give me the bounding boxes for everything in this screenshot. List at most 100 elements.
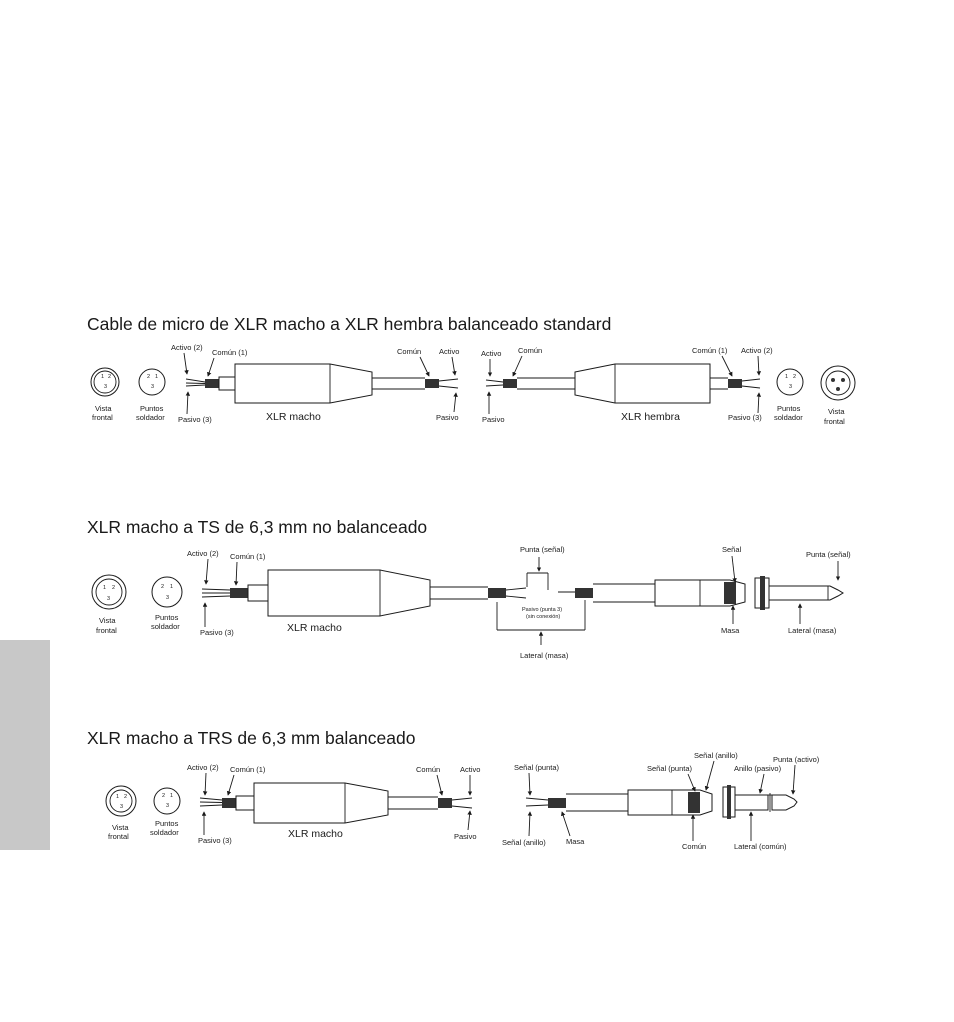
pin-label: 1 <box>103 585 106 591</box>
label-anillo-pasivo: Anillo (pasivo) <box>734 764 782 773</box>
label-xlr-hembra: XLR hembra <box>621 411 680 423</box>
pin-label: 3 <box>104 384 107 390</box>
label-comun: Común <box>682 842 706 851</box>
xlr-solder-view-right: 1 2 3 Puntos soldador <box>774 368 804 422</box>
label-punta-activo: Punta (activo) <box>773 755 820 764</box>
label-frontal: frontal <box>824 417 845 426</box>
pin-label: 1 <box>155 374 158 380</box>
label-frontal: frontal <box>92 413 113 422</box>
pin-label: 1 <box>101 374 104 380</box>
label-pasivo: Pasivo <box>436 413 459 422</box>
label-punta-senal: Punta (señal) <box>520 545 565 554</box>
label-soldador: soldador <box>774 413 803 422</box>
section2-diagram: 1 2 3 Vista frontal 2 1 3 Puntos soldado… <box>91 545 851 660</box>
xlr-male-connector-3: XLR macho <box>199 782 473 840</box>
label-comun: Común <box>518 346 542 355</box>
section1-diagram: 1 2 3 Vista frontal 2 1 3 Puntos soldado… <box>90 343 856 426</box>
label-masa: Masa <box>566 837 585 846</box>
label-activo: Activo <box>439 347 459 356</box>
label-pasivo3: Pasivo (3) <box>200 628 234 637</box>
pin-label: 3 <box>166 595 169 601</box>
label-puntos: Puntos <box>140 404 164 413</box>
label-vista: Vista <box>95 404 112 413</box>
xlr-male-connector-1: XLR macho <box>185 363 459 423</box>
label-comun: Común <box>416 765 440 774</box>
label-pasivo3: Pasivo (3) <box>178 415 212 424</box>
label-activo: Activo <box>481 349 501 358</box>
xlr-solder-view: 2 1 3 Puntos soldador <box>150 787 181 837</box>
label-activo2: Activo (2) <box>187 763 219 772</box>
label-senal-punta: Señal (punta) <box>647 764 693 773</box>
section1-title: Cable de micro de XLR macho a XLR hembra… <box>87 314 612 334</box>
ts-jack-connector <box>558 576 844 610</box>
side-tab <box>0 640 50 850</box>
label-puntos: Puntos <box>777 404 801 413</box>
section2-title: XLR macho a TS de 6,3 mm no balanceado <box>87 517 428 537</box>
label-masa: Masa <box>721 626 740 635</box>
xlr-solder-view-left: 2 1 3 Puntos soldador <box>136 368 166 422</box>
connection-brackets <box>496 557 586 645</box>
label-senal-anillo: Señal (anillo) <box>502 838 546 847</box>
xlr-front-view-left: 1 2 3 Vista frontal <box>90 367 120 422</box>
label-soldador: soldador <box>136 413 165 422</box>
label-puntos: Puntos <box>155 613 179 622</box>
pin-label: 1 <box>170 793 173 799</box>
xlr-female-connector: XLR hembra <box>485 363 761 423</box>
label-xlr-macho: XLR macho <box>287 622 342 634</box>
label-frontal: frontal <box>108 832 129 841</box>
xlr-front-view-right: Vista frontal <box>820 365 856 426</box>
pin-label: 3 <box>151 384 154 390</box>
pin-label: 3 <box>166 803 169 809</box>
label-comun1: Común (1) <box>230 765 266 774</box>
label-activo2: Activo (2) <box>741 346 773 355</box>
label-pasivo: Pasivo <box>454 832 477 841</box>
pin-label: 3 <box>789 384 792 390</box>
label-soldador: soldador <box>150 828 179 837</box>
label-comun1: Común (1) <box>230 552 266 561</box>
label-senal-punta: Señal (punta) <box>514 763 560 772</box>
label-lateral-masa: Lateral (masa) <box>788 626 837 635</box>
section3-diagram: 1 2 3 Vista frontal 2 1 3 Puntos soldado… <box>105 751 820 851</box>
label-activo2: Activo (2) <box>171 343 203 352</box>
label-puntos: Puntos <box>155 819 179 828</box>
label-senal-anillo: Señal (anillo) <box>694 751 738 760</box>
xlr-male-connector-2: XLR macho <box>201 569 527 634</box>
label-sin-conexion: (sin conexión) <box>526 614 560 620</box>
pin-label: 1 <box>785 374 788 380</box>
label-frontal: frontal <box>96 626 117 635</box>
xlr-solder-view: 2 1 3 Puntos soldador <box>151 576 183 631</box>
section3-title: XLR macho a TRS de 6,3 mm balanceado <box>87 728 416 748</box>
pin-label: 1 <box>116 794 119 800</box>
pin-label: 2 <box>112 585 115 591</box>
label-lateral-masa: Lateral (masa) <box>520 651 569 660</box>
trs-jack-connector <box>525 785 798 819</box>
pin-label: 2 <box>147 374 150 380</box>
pin-label: 2 <box>161 584 164 590</box>
pin-label: 2 <box>793 374 796 380</box>
pin-label: 2 <box>124 794 127 800</box>
label-comun: Común <box>397 347 421 356</box>
label-vista: Vista <box>99 616 116 625</box>
pin-label: 2 <box>162 793 165 799</box>
label-pasivo-punta3: Pasivo (punta 3) <box>522 607 562 613</box>
label-pasivo3: Pasivo (3) <box>728 413 762 422</box>
label-punta-senal: Punta (señal) <box>806 550 851 559</box>
label-activo: Activo <box>460 765 480 774</box>
pin-label: 1 <box>170 584 173 590</box>
label-pasivo: Pasivo <box>482 415 505 424</box>
label-comun1: Común (1) <box>212 348 248 357</box>
pin-label: 3 <box>107 596 110 602</box>
xlr-front-view: 1 2 3 Vista frontal <box>105 785 137 841</box>
label-soldador: soldador <box>151 622 180 631</box>
xlr-front-view: 1 2 3 Vista frontal <box>91 574 127 635</box>
label-vista: Vista <box>828 407 845 416</box>
label-senal: Señal <box>722 545 742 554</box>
label-activo2: Activo (2) <box>187 549 219 558</box>
label-comun1: Común (1) <box>692 346 728 355</box>
label-xlr-macho: XLR macho <box>266 411 321 423</box>
label-lateral-comun: Lateral (común) <box>734 842 787 851</box>
label-pasivo3: Pasivo (3) <box>198 836 232 845</box>
pin-label: 2 <box>108 374 111 380</box>
label-vista: Vista <box>112 823 129 832</box>
